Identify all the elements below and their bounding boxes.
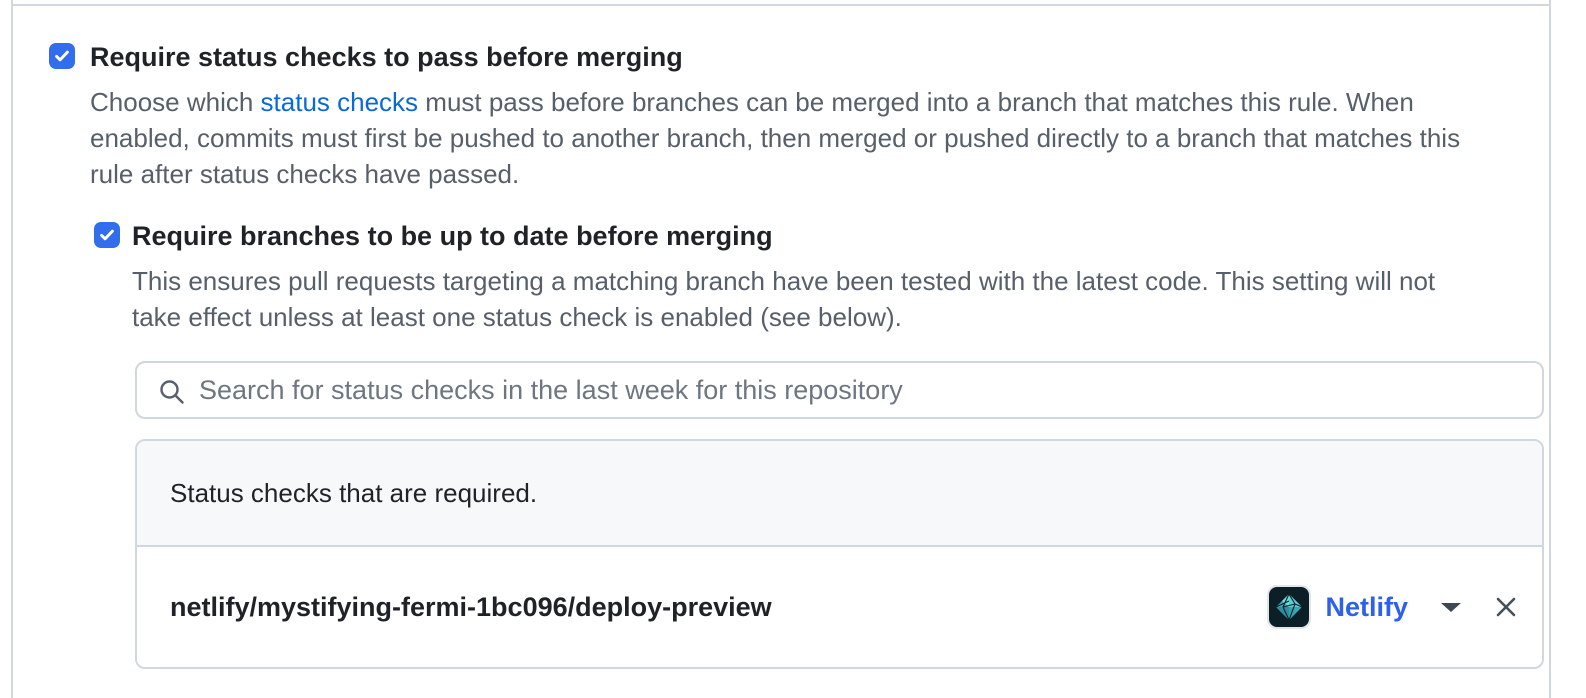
require-status-checks-label[interactable]: Require status checks to pass before mer… [90, 42, 683, 72]
check-row-controls: Netlify [1267, 585, 1524, 629]
status-check-search-input[interactable] [137, 363, 1542, 417]
netlify-app-link[interactable]: Netlify [1325, 591, 1408, 622]
status-checks-link[interactable]: status checks [260, 87, 419, 117]
close-icon [1496, 597, 1516, 617]
search-icon [160, 380, 184, 404]
require-status-checks-row: Require status checks to pass before mer… [49, 43, 1549, 71]
up-to-date-description: This ensures pull requests targeting a m… [132, 266, 1436, 332]
up-to-date-subsection: Require branches to be up to date before… [94, 222, 1549, 669]
require-status-checks-checkbox[interactable] [49, 43, 75, 69]
remove-check-button[interactable] [1488, 589, 1524, 625]
checkmark-icon [100, 229, 114, 241]
netlify-avatar [1267, 585, 1312, 629]
section-divider [13, 4, 1549, 6]
status-checks-section: Require status checks to pass before mer… [13, 0, 1549, 669]
checkmark-icon [55, 50, 69, 62]
chevron-down-icon [1441, 602, 1461, 612]
check-name: netlify/mystifying-fermi-1bc096/deploy-p… [170, 591, 772, 622]
required-checks-box: Status checks that are required. netlify… [135, 439, 1544, 669]
up-to-date-row: Require branches to be up to date before… [94, 222, 1549, 250]
required-check-row: netlify/mystifying-fermi-1bc096/deploy-p… [137, 547, 1542, 667]
netlify-logo-icon [1276, 593, 1303, 621]
up-to-date-checkbox[interactable] [94, 222, 120, 248]
up-to-date-label[interactable]: Require branches to be up to date before… [132, 221, 773, 251]
required-checks-header: Status checks that are required. [137, 441, 1542, 547]
check-options-dropdown[interactable] [1434, 596, 1468, 619]
description-text-before: Choose which [90, 87, 261, 117]
branch-protection-rule-card: Require status checks to pass before mer… [11, 0, 1551, 698]
status-check-search [135, 361, 1544, 419]
description-text-after: must pass before branches can be merged … [90, 87, 1461, 189]
require-status-checks-description: Choose which status checks must pass bef… [90, 84, 1470, 192]
